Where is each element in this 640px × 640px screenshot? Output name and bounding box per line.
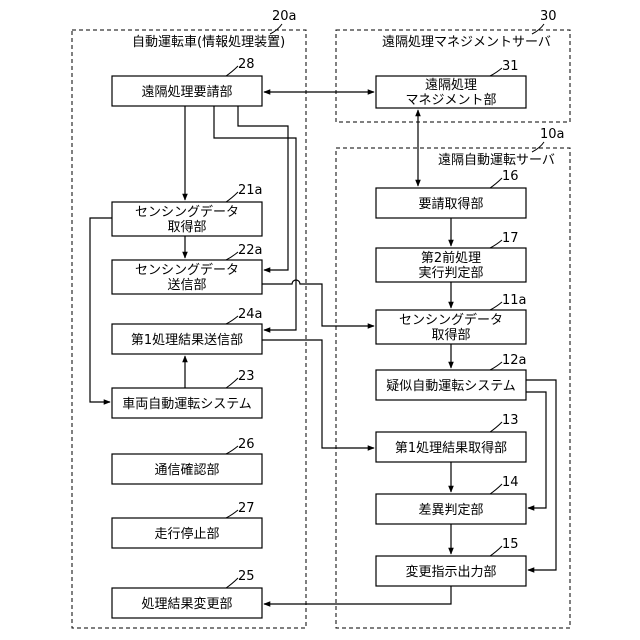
travel-stop-block: 走行停止部 27: [112, 501, 262, 548]
request-acquisition-ref-leader: [490, 178, 502, 188]
first-result-transmission-block: 第1処理結果送信部 24a: [112, 307, 263, 354]
change-instruction-output-ref-leader: [490, 546, 502, 556]
management-server-title: 遠隔処理マネジメントサーバ: [382, 35, 551, 50]
first-result-transmission-to-acquisition-arrow: [262, 340, 374, 448]
vehicle-title: 自動運転車(情報処理装置): [132, 35, 285, 50]
first-result-acquisition-ref-leader: [490, 422, 502, 432]
request-acquisition-label: 要請取得部: [418, 196, 483, 212]
vehicle-ref: 20a: [272, 9, 297, 24]
change-output-to-result-change-arrow: [264, 586, 451, 604]
pseudo-driving-system-label: 疑似自動運転システム: [386, 378, 516, 394]
first-result-acquisition-block: 第1処理結果取得部 13: [376, 413, 526, 462]
sensing-acquisition-line2-server: 取得部: [431, 327, 470, 343]
request-acquisition-block: 要請取得部 16: [376, 169, 526, 218]
difference-judgment-ref-leader: [490, 484, 502, 494]
sensing-acquisition-ref-vehicle: 21a: [238, 183, 263, 198]
sensing-acquisition-to-driving-system-arrow: [90, 218, 112, 402]
communication-check-ref: 26: [238, 437, 255, 452]
vehicle-driving-system-block: 車両自動運転システム 23: [112, 369, 262, 418]
difference-judgment-ref: 14: [502, 475, 519, 490]
remote-request-block: 遠隔処理要請部 28: [112, 57, 262, 106]
result-change-label: 処理結果変更部: [141, 596, 232, 612]
difference-judgment-label: 差異判定部: [418, 503, 483, 518]
travel-stop-ref-leader: [226, 510, 238, 518]
sensing-acquisition-line1-vehicle: センシングデータ: [135, 204, 239, 220]
vehicle-ref-leader: [270, 24, 282, 34]
driving-server-title: 遠隔自動運転サーバ: [438, 153, 555, 168]
communication-check-label: 通信確認部: [154, 462, 219, 478]
sensing-transmission-block: センシングデータ 送信部 22a: [112, 243, 263, 294]
sensing-acquisition-ref-leader-server: [490, 302, 502, 310]
change-instruction-output-ref: 15: [502, 537, 519, 552]
remote-management-ref-leader: [490, 68, 502, 76]
driving-server-ref: 10a: [540, 127, 565, 142]
sensing-acquisition-line1-server: センシングデータ: [399, 312, 503, 328]
sensing-acquisition-ref-server: 11a: [502, 293, 527, 308]
sensing-acquisition-block-vehicle: センシングデータ 取得部 21a: [112, 183, 263, 236]
remote-management-line2: マネジメント部: [405, 93, 496, 108]
management-server-ref-leader: [532, 24, 544, 34]
travel-stop-ref: 27: [238, 501, 255, 516]
driving-server-ref-leader: [532, 142, 544, 152]
second-pre-judgment-line2: 実行判定部: [418, 265, 483, 281]
sensing-transmission-line1: センシングデータ: [135, 262, 239, 278]
pseudo-system-to-change-output-arrow: [526, 380, 556, 570]
first-result-transmission-label: 第1処理結果送信部: [131, 333, 243, 348]
sensing-acquisition-line2-vehicle: 取得部: [167, 219, 206, 235]
first-result-transmission-ref-leader: [226, 316, 238, 324]
request-acquisition-ref: 16: [502, 169, 519, 184]
pseudo-driving-system-ref-leader: [490, 362, 502, 370]
pseudo-driving-system-ref: 12a: [502, 353, 527, 368]
vehicle-driving-system-ref: 23: [238, 369, 255, 384]
sensing-transmission-ref: 22a: [238, 243, 263, 258]
remote-request-ref-leader: [226, 66, 238, 76]
vehicle-driving-system-label: 車両自動運転システム: [122, 397, 252, 412]
second-pre-judgment-line1: 第2前処理: [421, 250, 481, 266]
sensing-transmission-ref-leader: [226, 252, 238, 260]
vehicle-driving-system-ref-leader: [226, 378, 238, 388]
communication-check-ref-leader: [226, 446, 238, 454]
sensing-acquisition-ref-leader-vehicle: [226, 192, 238, 202]
second-pre-judgment-ref-leader: [490, 240, 502, 248]
second-pre-judgment-ref: 17: [502, 231, 519, 246]
first-result-acquisition-label: 第1処理結果取得部: [395, 440, 507, 456]
remote-management-ref: 31: [502, 59, 519, 74]
travel-stop-label: 走行停止部: [154, 526, 219, 542]
change-instruction-output-label: 変更指示出力部: [405, 564, 496, 580]
sensing-transmission-to-server-arrow: [262, 280, 374, 326]
sensing-transmission-line2: 送信部: [167, 278, 206, 293]
remote-management-line1: 遠隔処理: [425, 78, 477, 93]
first-result-transmission-ref: 24a: [238, 307, 263, 322]
result-change-ref: 25: [238, 569, 255, 584]
communication-check-block: 通信確認部 26: [112, 437, 262, 484]
result-change-block: 処理結果変更部 25: [112, 569, 262, 618]
result-change-ref-leader: [226, 578, 238, 588]
remote-management-block: 遠隔処理 マネジメント部 31: [376, 59, 526, 108]
remote-request-label: 遠隔処理要請部: [141, 85, 232, 100]
pseudo-system-to-difference-arrow: [526, 392, 546, 508]
first-result-acquisition-ref: 13: [502, 413, 519, 428]
remote-request-ref: 28: [238, 57, 255, 72]
management-server-ref: 30: [540, 9, 557, 24]
